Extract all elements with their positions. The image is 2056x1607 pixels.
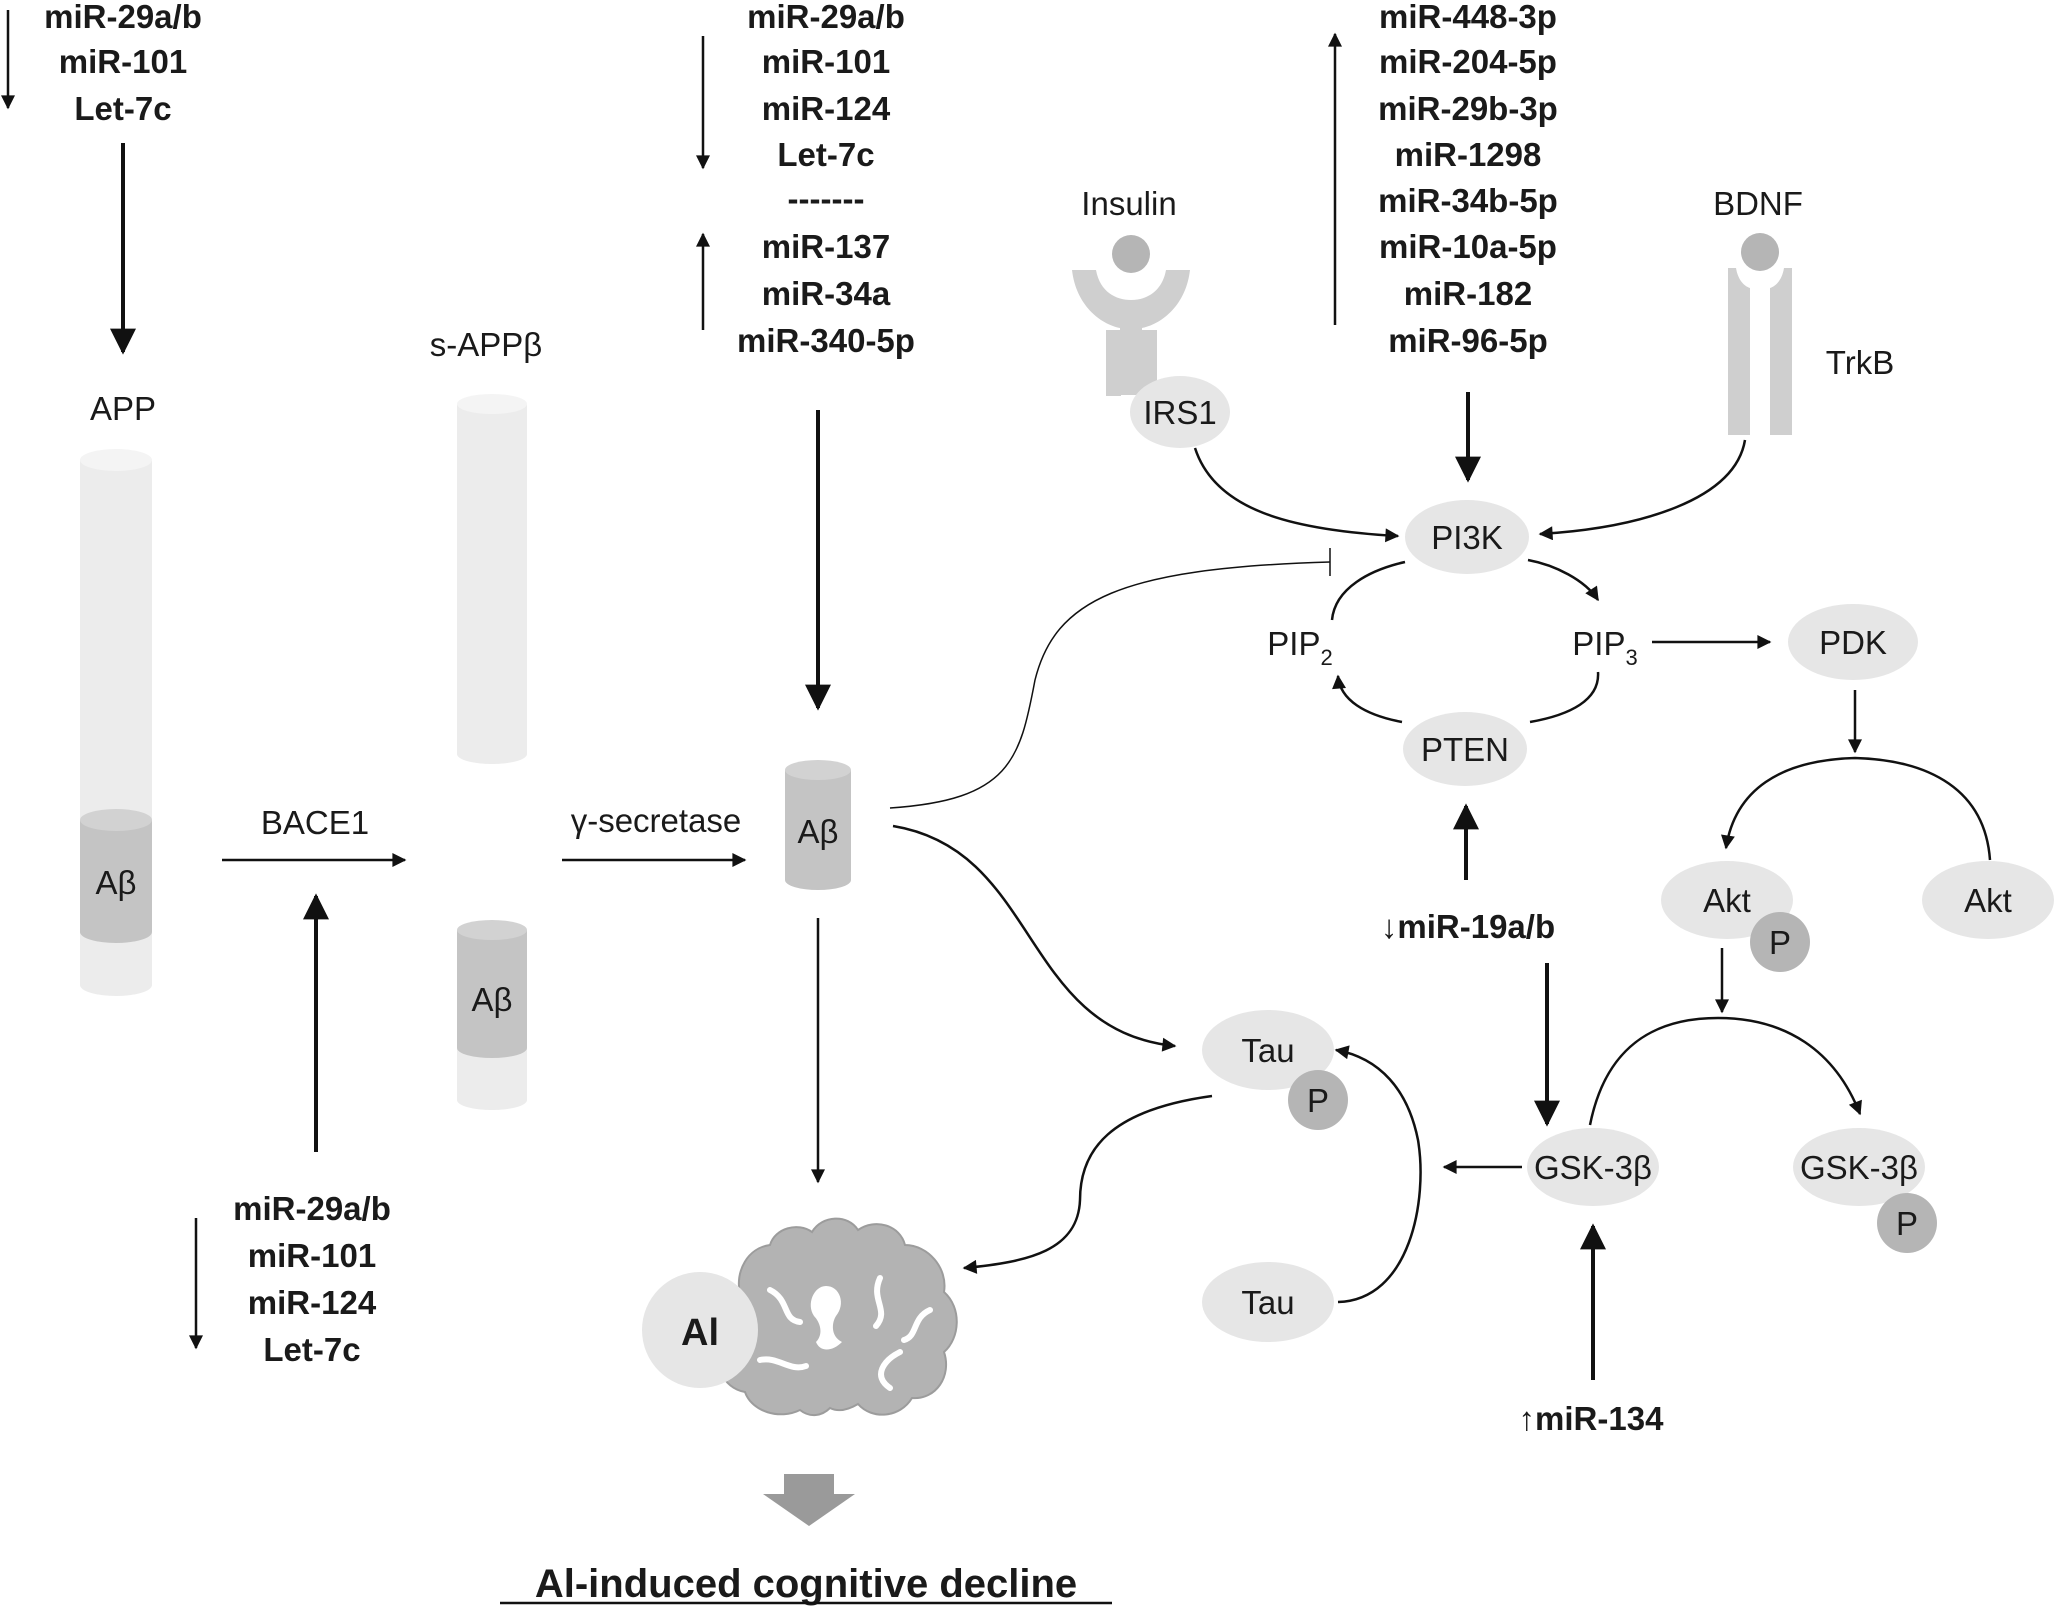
akt-label: Akt xyxy=(1964,882,2012,919)
mir19-label: ↓miR-19a/b xyxy=(1381,908,1555,945)
outcome-title: Al-induced cognitive decline xyxy=(535,1562,1077,1606)
mirna-label: miR-10a-5p xyxy=(1379,228,1557,265)
akt-node xyxy=(1922,861,2054,939)
gsk-node xyxy=(1527,1128,1659,1206)
arrow-akt-phosphorylation xyxy=(1721,756,1992,861)
pten-node xyxy=(1403,712,1527,786)
mirna-label: miR-96-5p xyxy=(1388,322,1548,359)
pi3k-node xyxy=(1405,500,1529,574)
phosphate-label: P xyxy=(1896,1205,1918,1242)
mirna-block-top-right: miR-448-3p miR-204-5p miR-29b-3p miR-129… xyxy=(1328,0,1558,359)
mirna-label: miR-29b-3p xyxy=(1378,90,1558,127)
app-cylinder xyxy=(80,449,152,996)
arrow-tau-to-brain xyxy=(962,1094,1213,1274)
arrow-irs1-to-pi3k xyxy=(1193,447,1400,543)
mirna-label: miR-29a/b xyxy=(747,0,905,35)
gsk-label: GSK-3β xyxy=(1534,1149,1652,1186)
mirna-block-bottom-left: miR-29a/b miR-101 miR-124 Let-7c xyxy=(189,1190,391,1368)
abeta-fragment-cylinder xyxy=(457,920,527,1110)
mirna-label: miR-448-3p xyxy=(1379,0,1557,35)
arrow-tau-phosphorylation xyxy=(1334,1045,1422,1304)
gsk-p-node xyxy=(1793,1128,1925,1206)
mirna-label: miR-204-5p xyxy=(1379,43,1557,80)
gsk-p-label: GSK-3β xyxy=(1800,1149,1918,1186)
tau-p-label: Tau xyxy=(1241,1032,1294,1069)
tau-label: Tau xyxy=(1241,1284,1294,1321)
abeta-central-cylinder xyxy=(785,760,851,890)
mirna-label: miR-340-5p xyxy=(737,322,915,359)
phosphate-badge xyxy=(1877,1193,1937,1253)
mirna-block-top-center: miR-29a/b miR-101 miR-124 Let-7c -------… xyxy=(696,0,915,359)
phosphate-badge xyxy=(1750,912,1810,972)
mirna-separator: ------- xyxy=(788,180,865,217)
sappb-label: s-APPβ xyxy=(430,326,543,363)
akt-p-label: Akt xyxy=(1703,882,1751,919)
aluminum-badge xyxy=(642,1272,758,1388)
mirna-label: Let-7c xyxy=(263,1331,360,1368)
mirna-label: miR-101 xyxy=(59,43,187,80)
mirna-label: miR-124 xyxy=(248,1284,377,1321)
sappb-cylinder xyxy=(457,394,527,764)
mirna-label: miR-29a/b xyxy=(233,1190,391,1227)
mirna-label: miR-34b-5p xyxy=(1378,182,1558,219)
mirna-label: Let-7c xyxy=(74,90,171,127)
tau-p-node xyxy=(1202,1010,1334,1090)
mirna-label: miR-101 xyxy=(762,43,890,80)
abeta-label: Aβ xyxy=(472,981,513,1018)
pip2-label: PIP2 xyxy=(1267,625,1332,670)
app-label: APP xyxy=(90,390,156,427)
pi3k-label: PI3K xyxy=(1431,519,1503,556)
arrow-abeta-to-tau xyxy=(892,824,1177,1052)
bace1-label: BACE1 xyxy=(261,804,369,841)
phosphate-badge xyxy=(1288,1070,1348,1130)
aluminum-label: Al xyxy=(681,1312,719,1354)
gamma-secretase-label: γ-secretase xyxy=(571,802,742,839)
irs1-label: IRS1 xyxy=(1143,394,1216,431)
arrow-trkb-to-pi3k xyxy=(1538,439,1747,541)
pdk-node xyxy=(1788,604,1918,680)
akt-p-node xyxy=(1661,861,1793,939)
phosphate-label: P xyxy=(1307,1082,1329,1119)
irs1-node xyxy=(1130,376,1230,448)
brain-icon xyxy=(717,1217,958,1416)
outcome-arrow xyxy=(763,1474,855,1526)
mirna-label: miR-1298 xyxy=(1395,136,1542,173)
inhibition-abeta-to-pi3k xyxy=(889,561,1331,809)
abeta-label: Aβ xyxy=(96,864,137,901)
pdk-label: PDK xyxy=(1819,624,1887,661)
mirna-label: miR-101 xyxy=(248,1237,376,1274)
mirna-label: miR-124 xyxy=(762,90,891,127)
tau-node xyxy=(1202,1262,1334,1342)
arrow-pip3-to-pip2 xyxy=(1338,672,1600,724)
mirna-block-top-left: miR-29a/b miR-101 Let-7c xyxy=(1,0,202,127)
mirna-label: miR-182 xyxy=(1404,275,1532,312)
bdnf-label: BDNF xyxy=(1713,185,1803,222)
pten-label: PTEN xyxy=(1421,731,1509,768)
mirna-label: miR-29a/b xyxy=(44,0,202,35)
phosphate-label: P xyxy=(1769,924,1791,961)
mirna-label: miR-137 xyxy=(762,228,890,265)
mir134-label: ↑miR-134 xyxy=(1519,1400,1665,1437)
abeta-label: Aβ xyxy=(798,813,839,850)
arrow-pip2-to-pip3 xyxy=(1330,558,1598,621)
insulin-receptor xyxy=(1072,235,1190,396)
trkb-receptor xyxy=(1728,233,1792,435)
insulin-label: Insulin xyxy=(1081,185,1176,222)
mirna-label: miR-34a xyxy=(762,275,891,312)
trkb-label: TrkB xyxy=(1826,344,1894,381)
mirna-label: Let-7c xyxy=(777,136,874,173)
arrow-gsk-phosphorylation xyxy=(1588,1016,1862,1126)
pip3-label: PIP3 xyxy=(1572,625,1637,670)
